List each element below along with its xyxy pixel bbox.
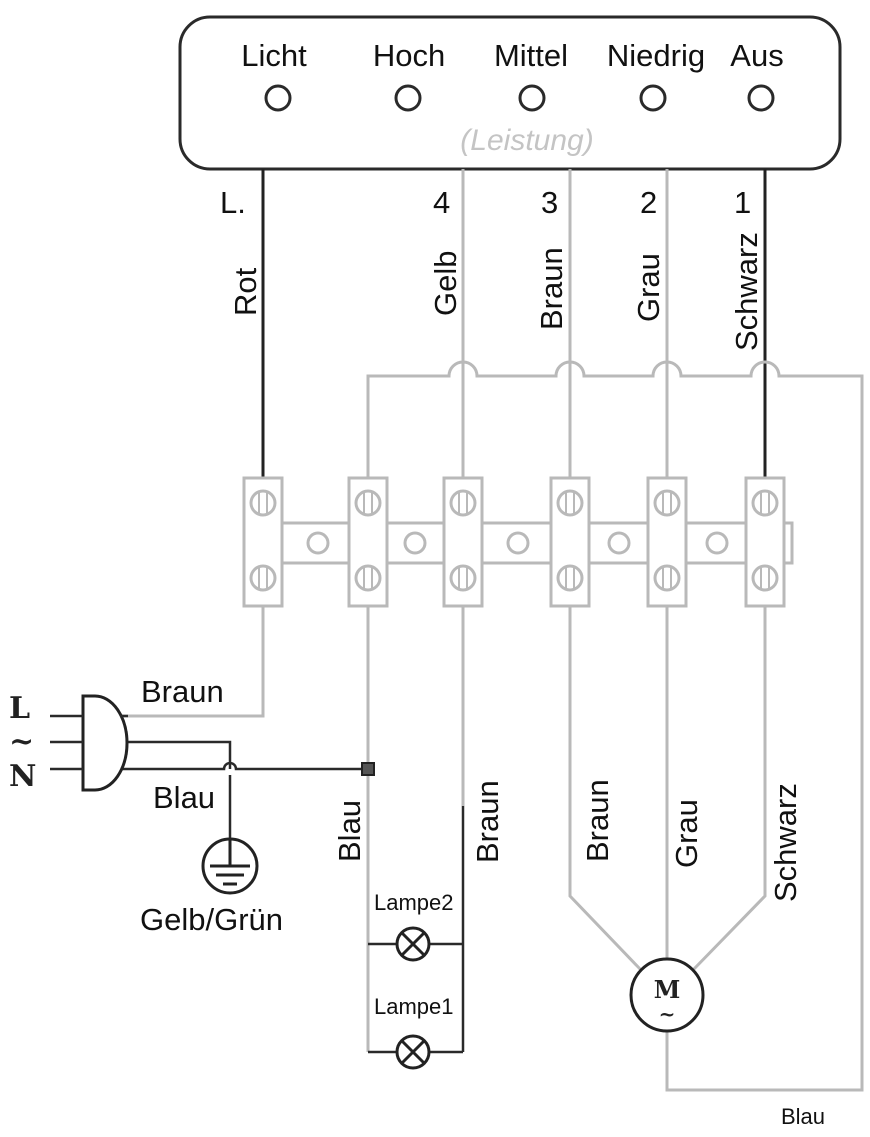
lamp1-label: Lampe1: [374, 994, 454, 1019]
plug-label-blau: Blau: [153, 780, 215, 815]
terminal-label-l: L.: [220, 185, 246, 220]
terminal-l: [242, 476, 284, 608]
mains-plug: L ~ N Braun Blau: [9, 674, 224, 815]
button-aus[interactable]: [747, 84, 775, 112]
terminal-label-3: 3: [541, 185, 558, 220]
button-label-mittel: Mittel: [494, 38, 568, 73]
terminal-screw[interactable]: [751, 564, 779, 592]
button-licht[interactable]: [264, 84, 292, 112]
lamp2-label: Lampe2: [374, 890, 454, 915]
switch-panel-body: [178, 15, 842, 171]
lower-wire-labels: Blau Braun Braun Grau Schwarz Blau: [332, 779, 825, 1129]
upper-wires: [261, 169, 864, 1092]
button-label-niedrig: Niedrig: [607, 38, 705, 73]
panel-caption: (Leistung): [460, 124, 593, 157]
wire-label-gelb: Gelb: [428, 251, 463, 316]
button-label-licht: Licht: [241, 38, 307, 73]
terminal-labels: L. 4 3 2 1: [220, 185, 751, 220]
terminal-screw[interactable]: [354, 489, 382, 517]
lower-wires: [120, 606, 767, 1054]
plug-body: [81, 694, 129, 792]
wire-label-blau-lamps: Blau: [332, 800, 367, 862]
terminal-block: [242, 476, 794, 608]
bridge-hole: [607, 531, 631, 555]
bridge-hole: [705, 531, 729, 555]
wire-braun-motor: [568, 606, 643, 972]
motor: M ~: [629, 957, 705, 1033]
button-label-aus: Aus: [730, 38, 783, 73]
terminal-1: [744, 476, 786, 608]
motor-label-m: M: [654, 975, 681, 1004]
wire-schwarz-motor: [691, 606, 767, 972]
plug-label-tilde: ~: [9, 724, 34, 759]
terminal-4: [442, 476, 484, 608]
earth-label: Gelb/Grün: [140, 902, 283, 937]
switch-panel: Licht Hoch Mittel Niedrig Aus (Leistung): [178, 15, 842, 171]
button-niedrig[interactable]: [639, 84, 667, 112]
terminal-3: [549, 476, 591, 608]
button-label-hoch: Hoch: [373, 38, 445, 73]
wire-earth-top: [120, 740, 232, 769]
terminal-screw[interactable]: [556, 564, 584, 592]
wire-label-braun-motor: Braun: [580, 779, 615, 862]
button-mittel[interactable]: [518, 84, 546, 112]
terminal-screw[interactable]: [354, 564, 382, 592]
wire-label-schwarz-motor: Schwarz: [768, 783, 803, 902]
terminal-screw[interactable]: [249, 489, 277, 517]
bridge-hole: [306, 531, 330, 555]
terminal-label-2: 2: [640, 185, 657, 220]
terminal-label-4: 4: [433, 185, 450, 220]
wire-label-rot: Rot: [228, 267, 263, 316]
motor-icon: [629, 957, 705, 1033]
wire-label-grau-motor: Grau: [669, 799, 704, 868]
upper-wire-labels: Rot Gelb Braun Grau Schwarz: [228, 232, 764, 351]
lamp-2: Lampe2: [374, 890, 454, 962]
terminal-screw[interactable]: [449, 564, 477, 592]
terminal-screw[interactable]: [249, 564, 277, 592]
junction-node: [361, 762, 375, 776]
terminal-label-1: 1: [734, 185, 751, 220]
terminal-screw[interactable]: [751, 489, 779, 517]
wire-label-grau: Grau: [631, 253, 666, 322]
wire-label-braun: Braun: [534, 247, 569, 330]
bridge-hole: [403, 531, 427, 555]
wire-label-schwarz: Schwarz: [729, 232, 764, 351]
terminal-2: [646, 476, 688, 608]
terminal-screw[interactable]: [653, 489, 681, 517]
wire-label-braun-lamps: Braun: [470, 780, 505, 863]
earth-symbol: Gelb/Grün: [140, 837, 283, 937]
terminal-n: [347, 476, 389, 608]
terminal-screw[interactable]: [653, 564, 681, 592]
wire-blau-neutral: [120, 761, 368, 771]
plug-label-n: N: [9, 759, 36, 794]
terminal-screw[interactable]: [556, 489, 584, 517]
lamp-1: Lampe1: [374, 994, 454, 1070]
plug-label-braun: Braun: [141, 674, 224, 709]
motor-label-tilde: ~: [659, 1002, 676, 1026]
wire-label-blau-return: Blau: [781, 1104, 825, 1129]
plug-label-l: L: [9, 691, 30, 726]
button-hoch[interactable]: [394, 84, 422, 112]
wire-braun-supply: [120, 606, 265, 718]
terminal-screw[interactable]: [449, 489, 477, 517]
bridge-hole: [506, 531, 530, 555]
wire-blau-bus: [366, 360, 864, 1092]
